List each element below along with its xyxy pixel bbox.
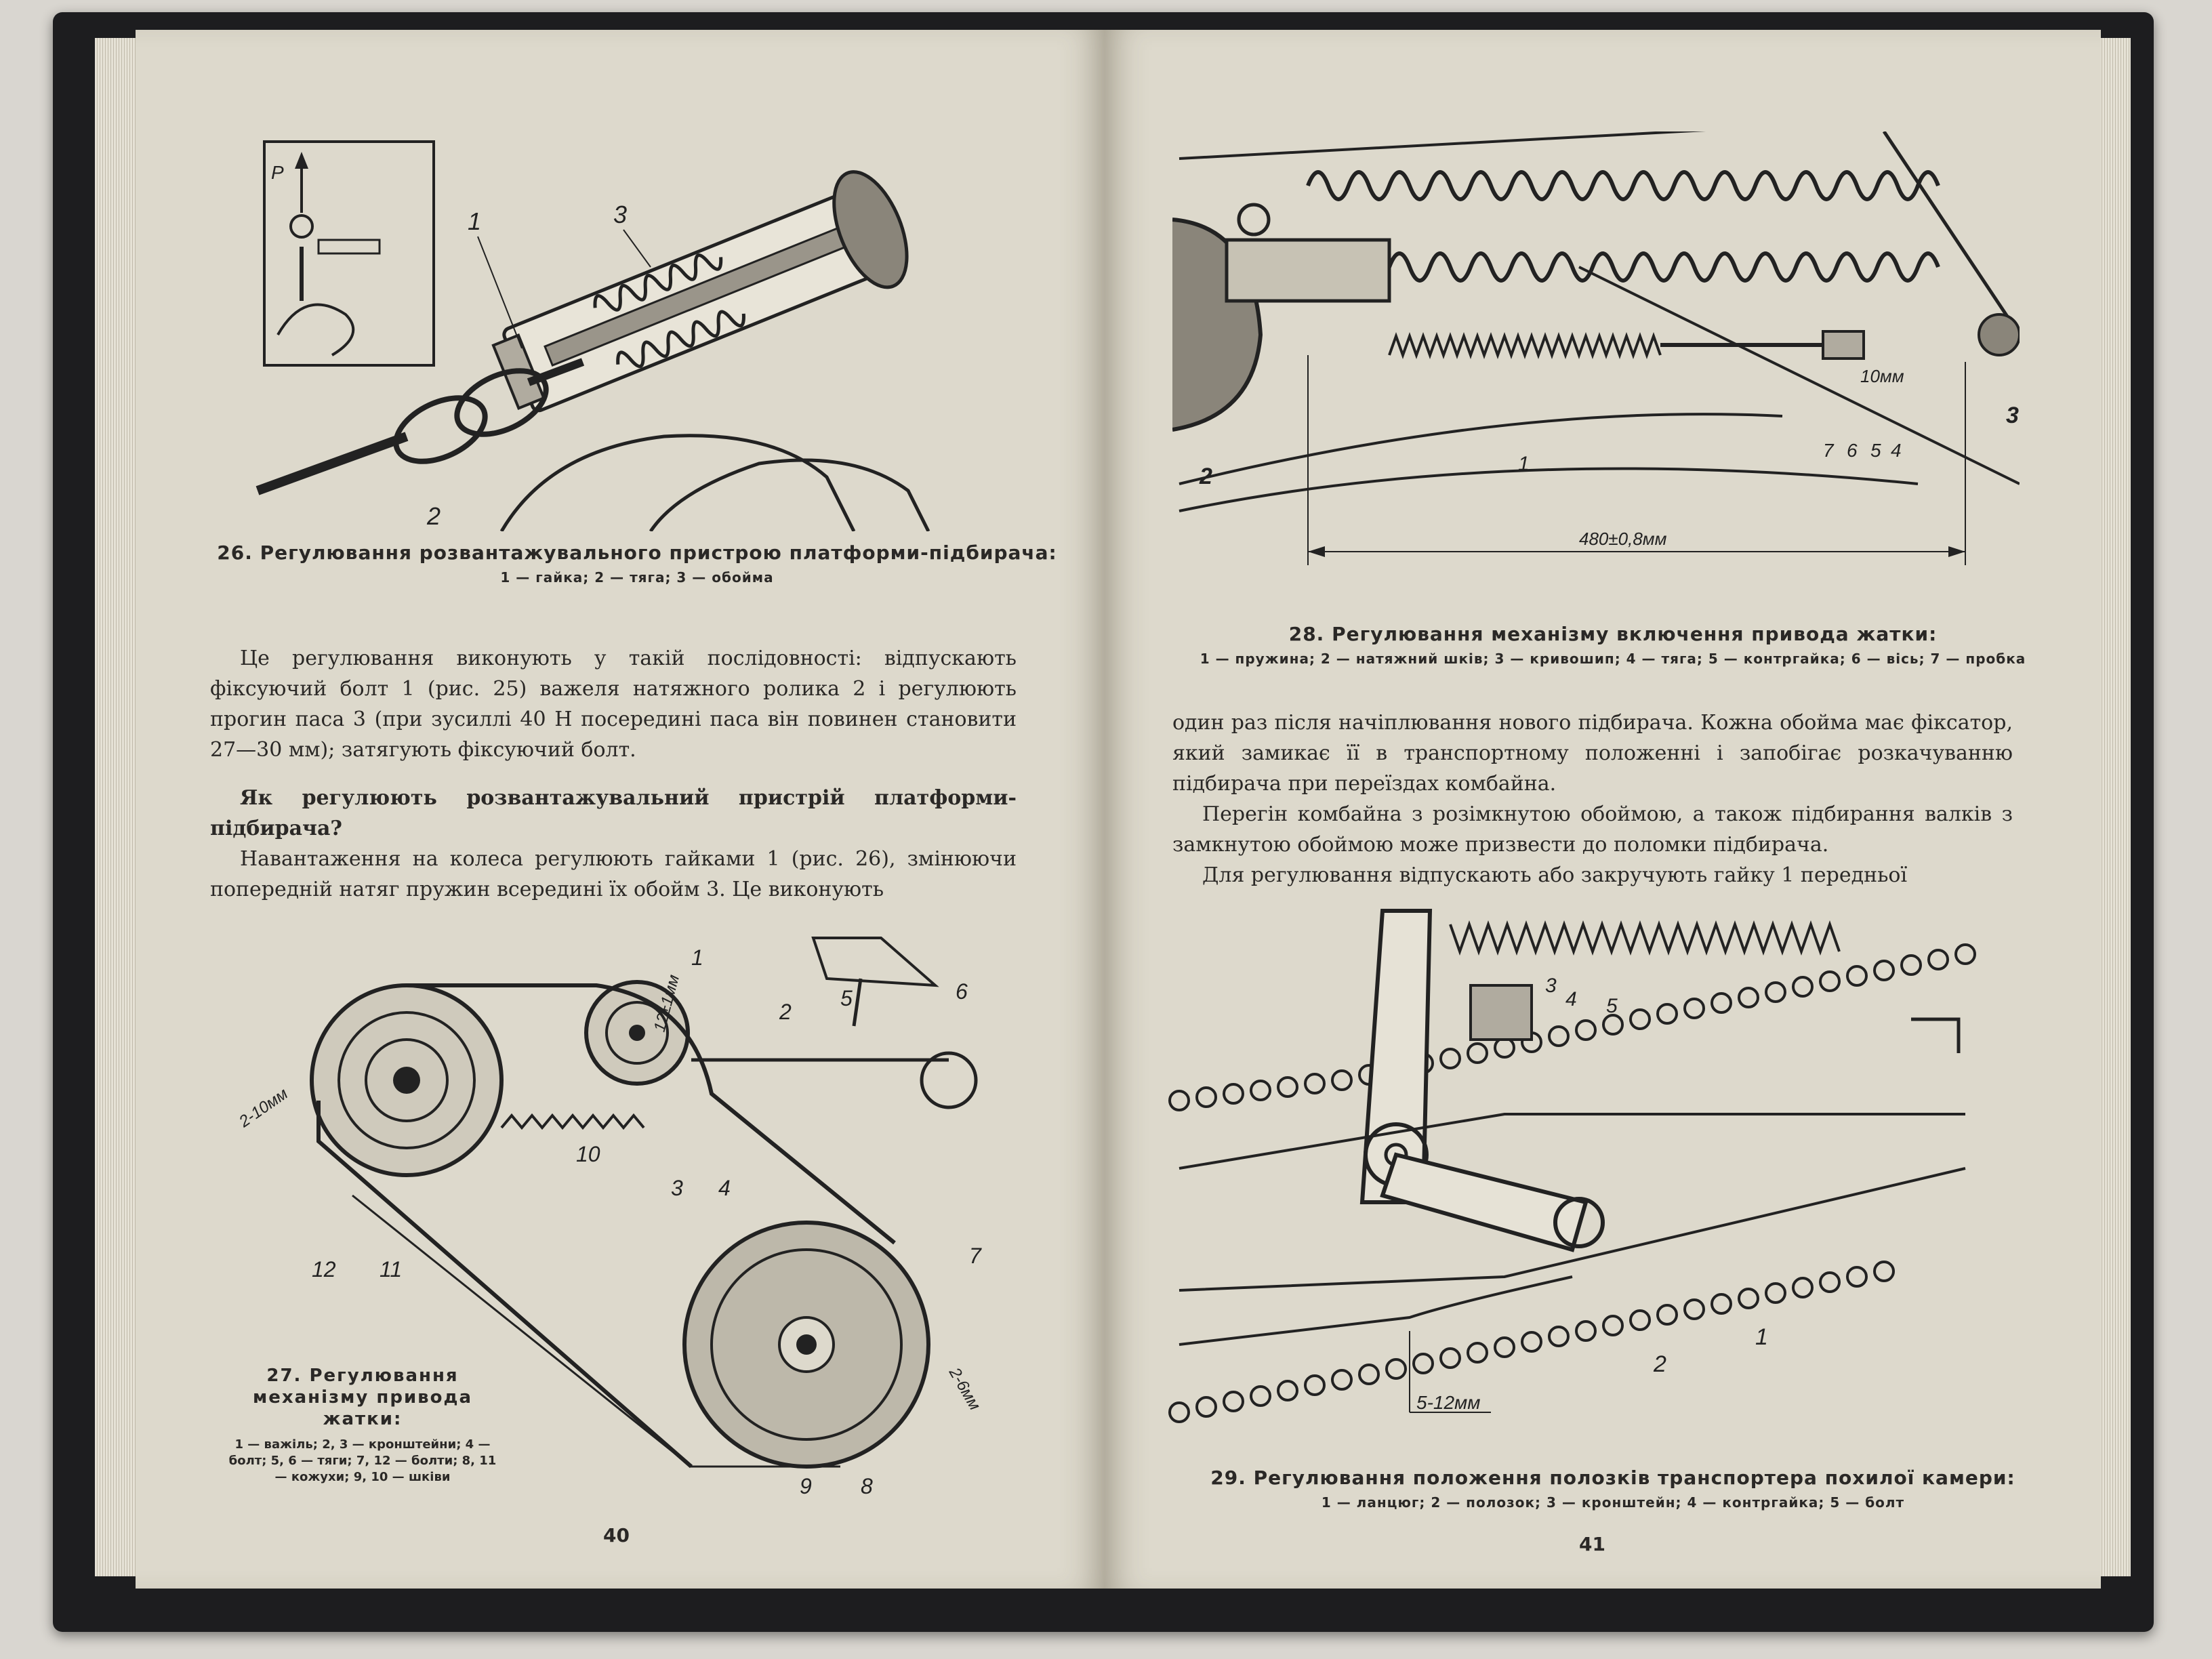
fig27-label-7: 7 (969, 1244, 982, 1268)
page-number-left: 40 (603, 1524, 630, 1547)
fig28-label-4: 4 (1891, 440, 1902, 461)
fig27-label-8: 8 (861, 1474, 873, 1498)
right-paragraph-3: Для регулювання відпускають або закручую… (1202, 863, 1908, 887)
fig27-dim-2-6: 2-6мм (945, 1364, 984, 1414)
fig28-dim-10: 10мм (1860, 366, 1904, 386)
fig27-label-2: 2 (779, 1000, 792, 1024)
right-paragraph-1: один раз після начіплювання нового підби… (1172, 711, 2013, 796)
fig27-label-5: 5 (840, 986, 853, 1010)
page-edges-left (95, 38, 137, 1576)
fig27-title: 27. Регулювання механізму привода жатки: (252, 1366, 473, 1429)
figure-27: 1 2 3 4 5 6 7 8 9 10 11 12 12±1мм 2-10мм… (217, 924, 1030, 1507)
fig26-inset-label: P (271, 162, 284, 183)
fig28-label-2: 2 (1199, 464, 1212, 489)
fig29-dim: 5-12мм (1416, 1392, 1480, 1413)
fig29-caption: 29. Регулювання положення полозків транс… (1159, 1467, 2067, 1511)
fig28-label-7: 7 (1823, 440, 1835, 461)
fig28-legend: 1 — пружина; 2 — натяжний шків; 3 — крив… (1200, 651, 2026, 667)
fig28-label-6: 6 (1847, 440, 1858, 461)
fig28-label-1: 1 (1518, 453, 1530, 475)
fig27-label-12: 12 (312, 1257, 336, 1282)
left-question: Як регулюють розвантажувальний пристрій … (210, 786, 1017, 840)
fig29-label-1: 1 (1755, 1324, 1768, 1350)
fig27-legend: 1 — важіль; 2, 3 — кронштейни; 4 — болт;… (228, 1437, 497, 1484)
fig28-title: 28. Регулювання механізму включення прив… (1288, 623, 1938, 645)
fig26-label-2: 2 (426, 502, 441, 530)
figure-28: 480±0,8мм 10мм 1 2 3 7 6 5 4 (1172, 131, 2020, 579)
fig26-legend: 1 — гайка; 2 — тяга; 3 — обойма (500, 569, 774, 586)
fig29-title: 29. Регулювання положення полозків транс… (1210, 1467, 2015, 1489)
figure-26: P 1 (244, 111, 1023, 531)
fig28-label-3: 3 (2006, 403, 2019, 428)
left-page: P 1 (136, 30, 1105, 1589)
left-paragraph-2: Навантаження на колеса регулюють гайками… (210, 847, 1017, 901)
right-page: 480±0,8мм 10мм 1 2 3 7 6 5 4 28. Регулюв… (1105, 30, 2101, 1589)
fig27-label-11: 11 (380, 1257, 402, 1282)
fig26-title: 26. Регулювання розвантажувального прист… (217, 541, 1057, 564)
fig28-label-5: 5 (1870, 440, 1881, 461)
fig29-legend: 1 — ланцюг; 2 — полозок; 3 — кронштейн; … (1321, 1494, 1905, 1511)
page-edges-right (2100, 38, 2131, 1576)
fig26-caption: 26. Регулювання розвантажувального прист… (197, 541, 1078, 586)
fig27-dim-2-10: 2-10мм (235, 1084, 291, 1131)
fig27-label-1: 1 (691, 945, 703, 970)
fig29-label-2: 2 (1653, 1351, 1666, 1377)
right-body-text: один раз після начіплювання нового підби… (1172, 708, 2013, 890)
fig28-dim-480: 480±0,8мм (1579, 529, 1667, 549)
page-number-right: 41 (1579, 1533, 1605, 1555)
fig28-caption: 28. Регулювання механізму включення прив… (1159, 623, 2067, 667)
fig29-label-3: 3 (1545, 975, 1557, 997)
fig27-label-9: 9 (800, 1474, 812, 1498)
left-body-text: Це регулювання виконують у такій послідо… (210, 643, 1017, 905)
figure-29: 5-12мм 1 2 3 4 5 (1166, 897, 2013, 1453)
fig27-label-3: 3 (671, 1176, 683, 1200)
right-paragraph-2: Перегін комбайна з розімкнутою обоймою, … (1172, 802, 2013, 857)
fig27-label-10: 10 (576, 1142, 600, 1166)
fig27-label-4: 4 (718, 1176, 731, 1200)
fig29-label-5: 5 (1606, 995, 1618, 1017)
fig26-inset-box (263, 140, 435, 367)
fig27-label-6: 6 (956, 979, 968, 1004)
fig26-label-1: 1 (468, 207, 481, 235)
fig26-label-3: 3 (613, 201, 627, 228)
fig29-label-4: 4 (1565, 988, 1577, 1010)
left-paragraph-1: Це регулювання виконують у такій послідо… (210, 647, 1017, 762)
fig27-caption: 27. Регулювання механізму привода жатки:… (224, 1365, 501, 1486)
